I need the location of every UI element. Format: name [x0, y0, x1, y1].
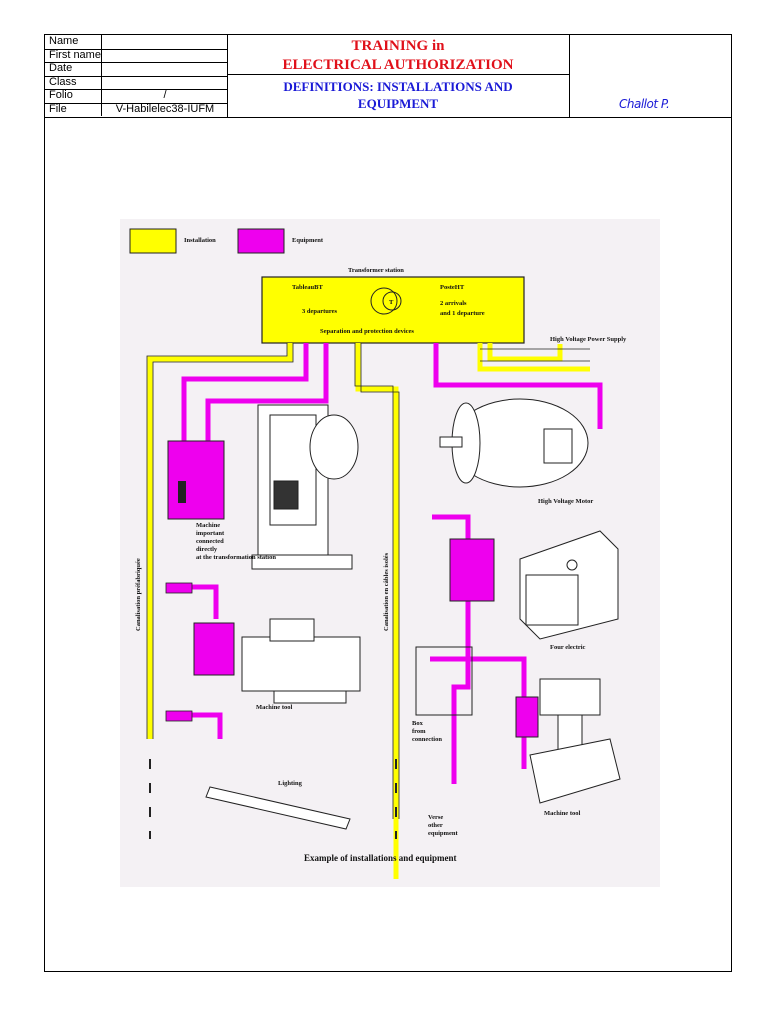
prefab-tap-box-2: [165, 710, 193, 722]
installation-wiring: [147, 343, 590, 879]
row-date: Date: [45, 62, 227, 77]
installation-wiring-outline: [146, 343, 590, 819]
connection-box: [415, 646, 473, 716]
equipment-wiring: [172, 343, 603, 784]
date-field[interactable]: [101, 62, 228, 76]
electric-furnace-drawing: [519, 530, 619, 640]
figure-caption: Example of installations and equipment: [304, 853, 457, 863]
box-label-2: from: [412, 728, 426, 735]
furnace-control-box: [449, 538, 495, 602]
box-label-1: Box: [412, 720, 424, 727]
machine-label-5: at the transformation station: [196, 554, 276, 561]
row-class: Class: [45, 75, 228, 90]
departure-label: and 1 departure: [440, 310, 485, 317]
machine-tool-left-drawing: [241, 618, 361, 704]
class-label: Class: [49, 75, 77, 88]
file-field: V-Habilelec38-IUFM: [101, 102, 228, 116]
tableau-bt-label: TableauBT: [292, 284, 323, 291]
legend-installation-swatch: [129, 228, 177, 254]
verse-label-2: other: [428, 822, 443, 829]
row-first-name: First name: [45, 48, 228, 63]
title-box: TRAINING in ELECTRICAL AUTHORIZATION DEF…: [227, 35, 570, 117]
date-label: Date: [49, 62, 73, 74]
separation-label: Separation and protection devices: [320, 328, 414, 335]
main-title: TRAINING in ELECTRICAL AUTHORIZATION: [227, 35, 569, 75]
subtitle-line-1: DEFINITIONS: INSTALLATIONS AND: [283, 79, 513, 94]
installations-diagram: Installation Equipment Transformer stati…: [120, 219, 660, 887]
name-label: Name: [49, 35, 79, 47]
diagram-svg: Installation Equipment Transformer stati…: [129, 228, 627, 879]
installation-continuation: [149, 759, 397, 839]
control-handle: [178, 481, 186, 503]
file-label: File: [49, 102, 67, 115]
subtitle: DEFINITIONS: INSTALLATIONS AND EQUIPMENT: [227, 76, 569, 117]
row-file: File V-Habilelec38-IUFM: [45, 102, 228, 116]
machine-control-box: [167, 440, 225, 520]
machine-tool-control-box: [193, 622, 235, 676]
transformer-title: Transformer station: [348, 267, 404, 274]
drill-press-drawing: [529, 678, 621, 804]
folio-label: Folio: [49, 89, 73, 101]
hv-motor-drawing: [439, 398, 589, 488]
hv-supply-label: High Voltage Power Supply: [550, 336, 627, 343]
lighting-fixture-drawing: [205, 786, 351, 830]
four-electric-label: Four electric: [550, 644, 586, 651]
departures-label: 3 departures: [302, 308, 338, 315]
canal-cables-label: Canalisation en câbles isolés: [383, 552, 390, 631]
arrivals-label: 2 arrivals: [440, 300, 467, 307]
transformer-symbol-letter: T: [389, 299, 394, 306]
class-field[interactable]: [101, 75, 228, 89]
page-frame: Name First name Date Class Folio / File: [44, 34, 732, 972]
legend-equipment-swatch: [237, 228, 285, 254]
box-label-3: connection: [412, 736, 442, 743]
transformer-symbol-outer: [370, 287, 398, 315]
row-name: Name: [45, 35, 227, 50]
title-line-2: ELECTRICAL AUTHORIZATION: [282, 57, 514, 73]
machine-label-2: important: [196, 530, 225, 537]
document-header: Name First name Date Class Folio / File: [45, 35, 731, 118]
drill-control-box: [515, 696, 539, 738]
machine-label-4: directly: [196, 546, 218, 553]
machine-tool-right-label: Machine tool: [544, 810, 580, 817]
name-field[interactable]: [101, 35, 228, 49]
subtitle-line-2: EQUIPMENT: [357, 96, 439, 111]
prefab-tap-box-1: [165, 582, 193, 594]
canal-prefab-label: Canalisation préfabriquée: [135, 558, 142, 631]
transformer-symbol-inner: [382, 291, 402, 311]
student-info-table: Name First name Date Class Folio / File: [45, 35, 228, 117]
first-name-field[interactable]: [101, 48, 228, 62]
folio-field[interactable]: /: [101, 89, 228, 103]
poste-ht-label: PosteHT: [440, 284, 465, 291]
verse-label-3: equipment: [428, 830, 458, 837]
legend-equipment-label: Equipment: [292, 237, 324, 244]
author-signature: Challot P.: [619, 97, 670, 111]
author-box: Challot P.: [569, 35, 731, 117]
machine-label-3: connected: [196, 538, 224, 545]
hv-motor-label: High Voltage Motor: [538, 498, 593, 505]
first-name-label: First name: [49, 48, 101, 61]
lighting-label: Lighting: [278, 780, 303, 787]
legend-installation-label: Installation: [184, 237, 216, 244]
row-folio: Folio /: [45, 89, 227, 104]
title-line-1: TRAINING in: [351, 38, 445, 54]
press-machine-drawing: [251, 404, 359, 570]
machine-tool-left-label: Machine tool: [256, 704, 292, 711]
machine-label-1: Machine: [196, 522, 220, 529]
verse-label-1: Verse: [428, 814, 443, 821]
